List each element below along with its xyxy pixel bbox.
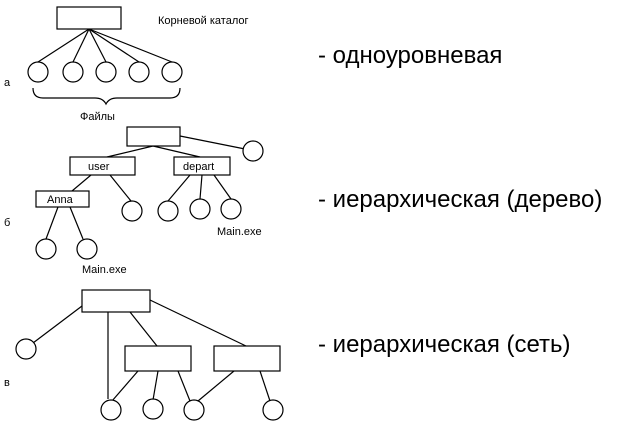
edge [167,174,191,202]
file-node [121,200,143,222]
root-directory-box [56,6,122,30]
file-node [161,61,183,83]
edge [71,174,92,192]
directory-depart-box [173,156,231,176]
file-node [27,61,49,83]
diagram-a-single-level: Корневой каталог Файлы а - одноуровневая [4,6,502,123]
file-node [189,198,211,220]
edge [88,28,107,63]
directory-box [124,345,192,372]
file-node [95,61,117,83]
edge [109,174,132,202]
diagram-c-description: - иерархическая (сеть) [318,331,571,358]
directory-anna-label: Anna [47,194,74,206]
edge [129,311,158,347]
file-node [100,399,122,421]
diagram-c-network: в - иерархическая (сеть) [4,289,571,421]
edge [111,370,139,402]
edge [213,174,232,200]
edge [32,305,83,344]
directory-anna-box [35,190,90,208]
edge [72,28,90,63]
directory-box [213,345,281,372]
diagram-b-marker: б [4,217,10,229]
directory-depart-label: depart [183,161,214,173]
diagram-b-description: - иерархическая (дерево) [318,186,602,213]
file-node [15,338,37,360]
diagram-b-tree: user depart Anna Main.exe Main.exe б - и… [4,126,602,276]
files-label: Файлы [80,111,115,123]
root-directory-label: Корневой каталог [158,15,249,27]
file-node [242,140,264,162]
depart-file-label: Main.exe [217,226,262,238]
edge [45,206,59,240]
file-node [183,399,205,421]
file-node [220,198,242,220]
root-directory-box [126,126,181,147]
edge [177,370,191,402]
edge [149,299,247,347]
root-directory-box [81,289,151,313]
edge [199,174,203,200]
edge [152,145,201,158]
anna-file-label: Main.exe [82,264,127,276]
diagram-a-description: - одноуровневая [318,42,502,69]
edge [88,28,173,63]
diagram-a-marker: а [4,77,11,89]
file-node [142,398,164,420]
edge [152,370,159,401]
diagram-c-marker: в [4,377,10,389]
edge [197,370,235,402]
file-node [62,61,84,83]
file-node [76,238,98,260]
edge [88,28,140,63]
edge [179,135,246,150]
file-node [35,238,57,260]
edge [106,145,154,158]
file-node [262,399,284,421]
file-node [128,61,150,83]
directory-user-label: user [88,161,110,173]
edge [259,370,271,402]
file-node [157,200,179,222]
edge [69,206,84,240]
files-brace [32,87,181,106]
edge [37,28,90,63]
directory-user-box [69,156,136,176]
